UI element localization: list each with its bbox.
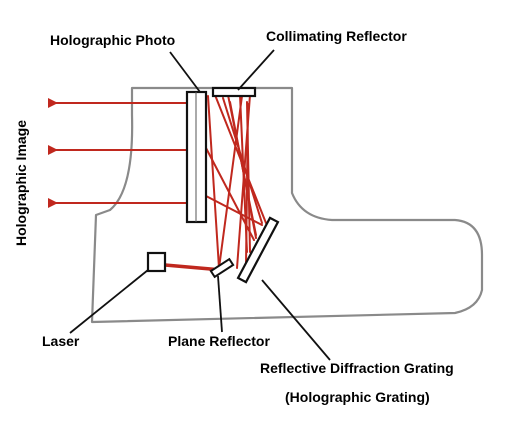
label-holographic-photo: Holographic Photo	[50, 32, 175, 48]
label-holographic-grating: (Holographic Grating)	[285, 389, 430, 405]
label-plane-reflector: Plane Reflector	[168, 333, 270, 349]
label-laser: Laser	[42, 333, 80, 349]
plane-reflector	[209, 257, 235, 279]
label-reflective-diffraction-grating: Reflective Diffraction Grating	[260, 360, 454, 376]
label-holographic-image: Holographic Image	[13, 120, 29, 246]
laser-beams	[48, 94, 267, 272]
diffraction-grating	[236, 216, 280, 284]
label-collimating-reflector: Collimating Reflector	[266, 28, 407, 44]
leader-lines	[69, 49, 331, 361]
housing-outline	[90, 86, 484, 324]
laser-box	[146, 251, 167, 273]
collimating-reflector-bar	[211, 86, 257, 98]
